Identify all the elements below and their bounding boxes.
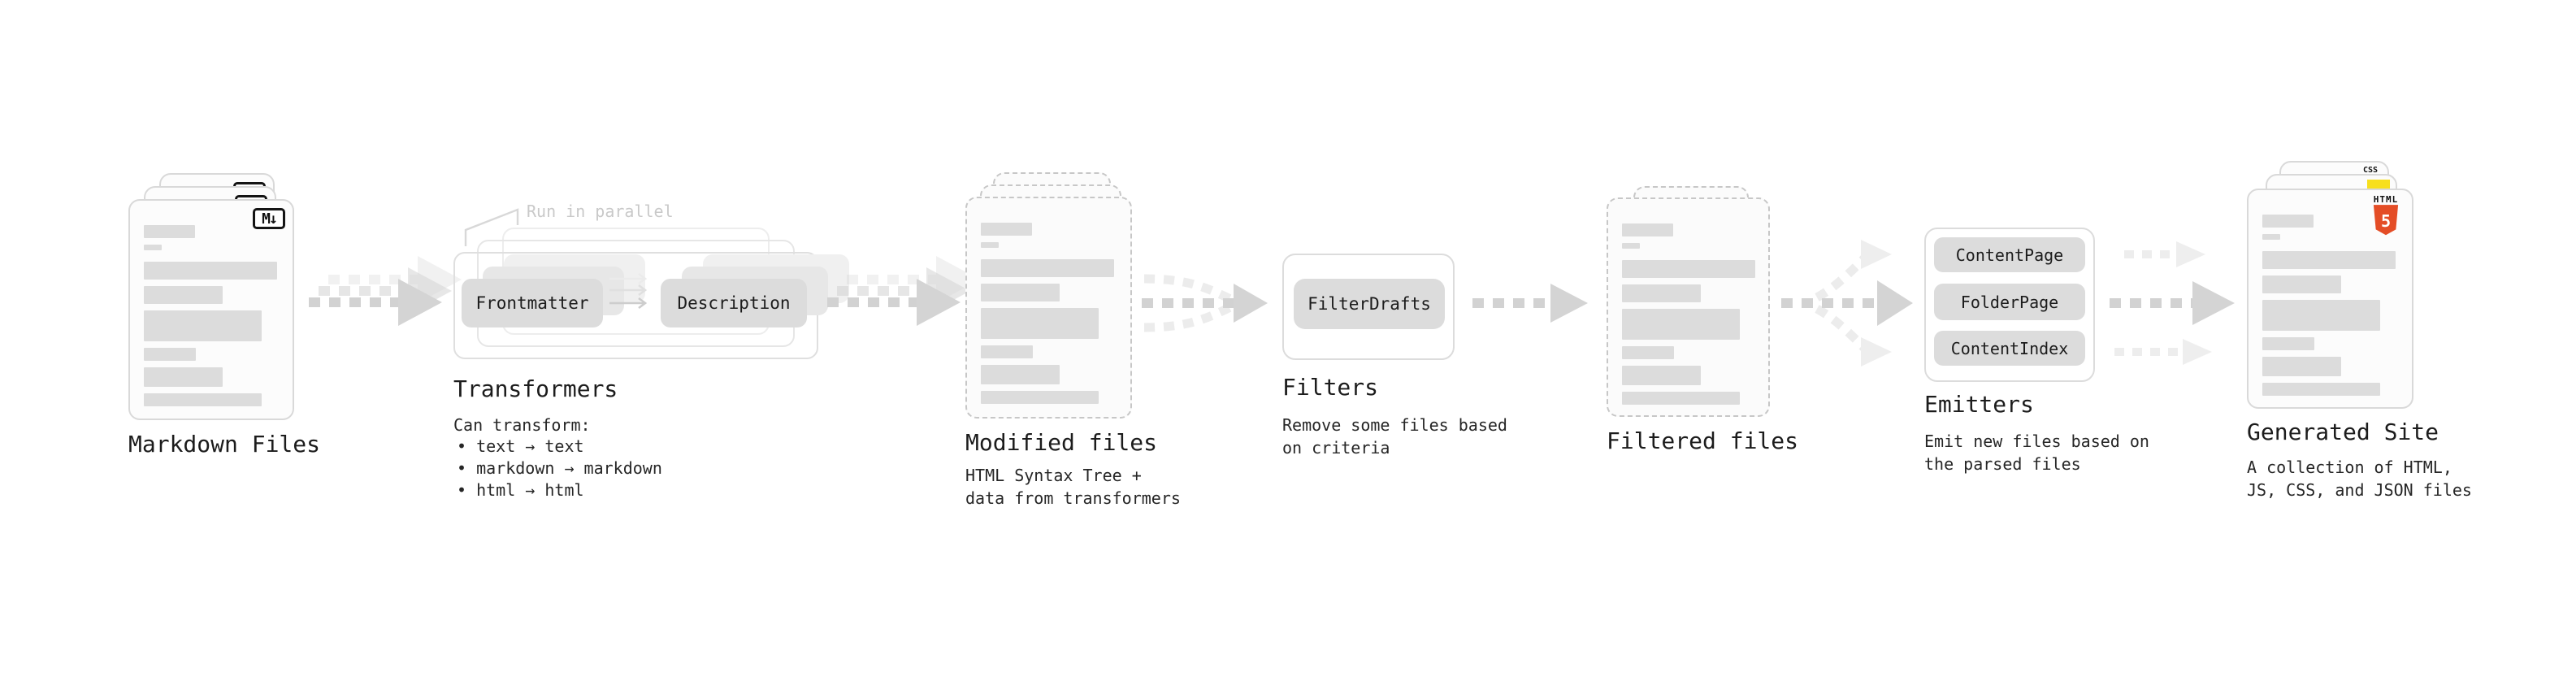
generated-site-label: Generated Site [2247,419,2439,445]
modified-files-desc: HTML Syntax Tree + data from transformer… [965,464,1181,510]
generated-site-desc-line: A collection of HTML, [2247,458,2452,477]
emitters-desc-line: the parsed files [1924,454,2081,474]
file-content-placeholder [2262,215,2396,396]
filters-desc-line: Remove some files based [1282,415,1507,435]
transformer-capability: • html → html [457,480,584,500]
emitters-desc: Emit new files based on the parsed files [1924,430,2149,475]
emitters-desc-line: Emit new files based on [1924,432,2149,451]
html5-icon-title: HTML [2373,194,2399,205]
content-bar [2262,300,2380,331]
filtered-file-card-front [1607,197,1770,417]
modified-files-desc-line: data from transformers [965,488,1181,508]
flow-arrow-transformers-to-modified [827,256,980,326]
transformer-capability: • markdown → markdown [457,458,662,478]
content-bar [1622,260,1755,278]
parallel-arrows-icon [609,272,648,310]
content-bar [981,308,1099,339]
content-bar [981,242,999,248]
filters-desc: Remove some files based on criteria [1282,414,1507,459]
generated-site-desc: A collection of HTML, JS, CSS, and JSON … [2247,456,2472,501]
content-bar [144,393,262,406]
transformer-capability: • text → text [457,436,584,456]
content-bar [2262,234,2280,240]
content-bar [2262,275,2341,293]
content-bar [2262,357,2341,376]
content-bar [1622,392,1740,405]
content-bar [1622,366,1701,385]
flow-arrow-markdown-to-transformers [309,256,462,326]
flow-arrow-filters-to-filtered [1472,284,1588,323]
contentpage-node: ContentPage [1934,237,2085,272]
run-in-parallel-annotation: Run in parallel [527,202,674,221]
filters-desc-line: on criteria [1282,438,1390,458]
content-bar [2262,215,2314,228]
content-bar [144,310,262,341]
content-bar [981,223,1032,236]
markdown-file-card-front: M↓ [128,199,294,420]
content-bar [1622,284,1701,302]
content-bar [981,259,1114,277]
content-bar [144,245,162,250]
content-bar [2262,251,2396,269]
flow-arrow-filtered-to-emitters [1781,240,1913,367]
file-content-placeholder [981,223,1114,404]
markdown-files-label: Markdown Files [128,431,321,458]
filterdrafts-node: FilterDrafts [1294,279,1445,329]
content-bar [2262,383,2380,396]
css-icon-label: CSS [2362,166,2379,175]
filtered-files-label: Filtered files [1607,427,1799,454]
content-bar [144,262,277,280]
svg-text:5: 5 [2381,211,2391,231]
modified-files-desc-line: HTML Syntax Tree + [965,466,1142,485]
content-bar [1622,223,1673,236]
content-bar [1622,346,1674,359]
html5-shield: 5 [2373,205,2399,236]
html5-icon: HTML 5 [2368,195,2404,239]
transformers-bullets: • text → text • markdown → markdown • ht… [457,436,662,501]
content-bar [2262,337,2314,350]
contentindex-node: ContentIndex [1934,331,2085,366]
flow-arrow-modified-to-filters [1142,274,1268,332]
modified-files-label: Modified files [965,429,1158,456]
frontmatter-node: Frontmatter [462,279,603,327]
content-bar [981,365,1060,384]
content-bar [144,367,223,387]
content-bar [981,391,1099,404]
content-bar [1622,309,1740,340]
content-bar [144,225,195,238]
markdown-icon: M↓ [253,208,285,229]
generated-site-desc-line: JS, CSS, and JSON files [2247,480,2472,500]
run-in-parallel-leader-line [464,208,519,246]
emitters-label: Emitters [1924,391,2034,418]
content-bar [981,345,1033,358]
folderpage-node: FolderPage [1934,284,2085,320]
modified-file-card-front [965,197,1132,419]
description-node: Description [661,279,807,327]
filters-label: Filters [1282,374,1379,401]
file-content-placeholder [144,225,277,406]
transformers-desc-heading: Can transform: [453,415,591,435]
content-bar [981,284,1060,301]
content-bar [1622,243,1640,249]
content-bar [144,286,223,304]
generated-site-card-front: HTML 5 [2247,189,2413,409]
transformers-label: Transformers [453,375,618,402]
content-bar [144,348,196,361]
flow-arrow-emitters-to-site [2110,241,2235,365]
file-content-placeholder [1622,223,1755,405]
